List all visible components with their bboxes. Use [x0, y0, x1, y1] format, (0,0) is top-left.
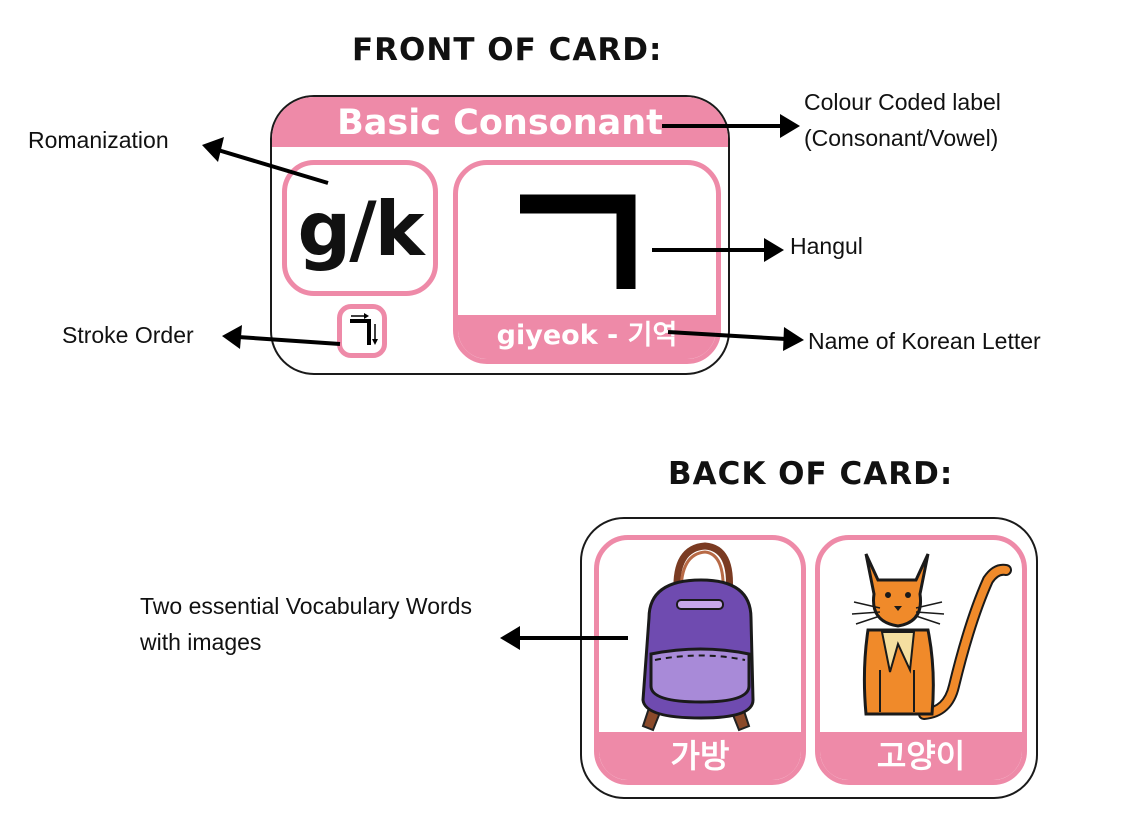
front-card: Basic Consonant g/k giyeok - 기역 [270, 95, 730, 375]
vocab-word-1: 가방 [599, 732, 801, 780]
cat-icon [851, 553, 1012, 720]
hangul-panel: giyeok - 기역 [453, 160, 721, 364]
stroke-order-annotation: Stroke Order [62, 322, 194, 348]
vocab-word-2: 고양이 [820, 732, 1022, 780]
vocab-annotation-line2: with images [140, 629, 262, 655]
hangul-arrow [652, 238, 784, 262]
romanization-arrow [202, 137, 329, 185]
stroke-order-icon [350, 313, 378, 345]
letter-name-arrow [667, 327, 804, 351]
vocab-card-backpack: 가방 [594, 535, 806, 785]
back-card: 가방 고양이 [580, 517, 1038, 799]
front-of-card-title: FRONT OF CARD: [352, 32, 663, 68]
vocab-card-cat: 고양이 [815, 535, 1027, 785]
vocab-annotation-line1: Two essential Vocabulary Words [140, 593, 472, 619]
colour-label-annotation-line2: (Consonant/Vowel) [804, 125, 999, 151]
colour-label-arrow [662, 114, 800, 138]
letter-name-label: giyeok - 기역 [458, 315, 716, 359]
stroke-order-arrow [222, 325, 341, 349]
romanization-text: g/k [297, 185, 425, 273]
colour-coded-label: Basic Consonant [272, 97, 728, 147]
backpack-icon [641, 542, 755, 732]
back-of-card-title: BACK OF CARD: [668, 456, 954, 492]
romanization-panel: g/k [282, 160, 438, 296]
letter-name-annotation: Name of Korean Letter [808, 328, 1041, 354]
romanization-annotation: Romanization [28, 127, 169, 153]
colour-label-annotation-line1: Colour Coded label [804, 89, 1001, 115]
hangul-glyph [520, 194, 636, 289]
hangul-annotation: Hangul [790, 233, 863, 259]
stroke-order-box [337, 304, 387, 358]
vocab-arrow [500, 626, 628, 650]
